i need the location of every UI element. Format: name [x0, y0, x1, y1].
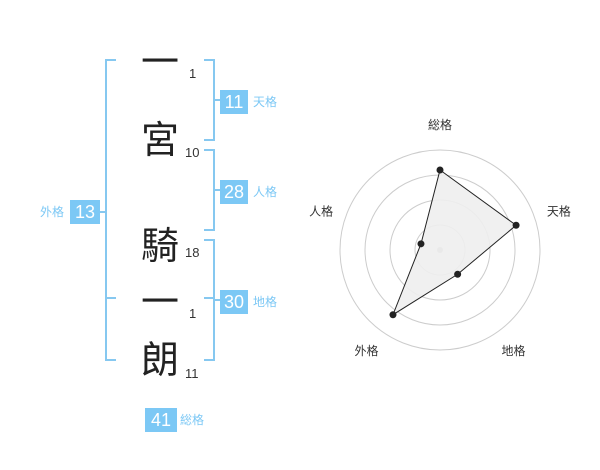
- radar-axis-label-2: 天格: [547, 203, 571, 218]
- gaikaku-label: 外格: [40, 205, 65, 219]
- radar-axis-label-4: 外格: [355, 343, 379, 358]
- chikaku-label: 地格: [253, 295, 278, 309]
- stroke-count-2: 10: [185, 145, 200, 160]
- soukaku-label: 総格: [180, 413, 205, 427]
- soukaku-badge: 41: [145, 408, 177, 432]
- radar-axis-label-5: 人格: [309, 203, 333, 218]
- name-char-2: 宮: [140, 118, 179, 162]
- radar-point-2: [512, 221, 520, 229]
- radar-point-5: [417, 240, 425, 248]
- stroke-count-3: 18: [185, 245, 200, 260]
- radar-axis-label-1: 総格: [428, 117, 452, 132]
- radar-point-1: [436, 166, 444, 174]
- jinkaku-badge: 28: [220, 180, 248, 204]
- name-char-5: 朗: [140, 338, 179, 382]
- name-char-3: 騎: [140, 224, 179, 268]
- radar-point-3: [454, 270, 462, 278]
- stroke-count-4: 1: [189, 306, 197, 321]
- chikaku-badge: 30: [220, 290, 248, 314]
- radar-axis-label-3: 地格: [501, 343, 525, 358]
- tenkaku-label: 天格: [253, 95, 278, 109]
- tenkaku-badge: 11: [220, 90, 248, 114]
- radar-area: [391, 169, 517, 316]
- name-char-4: 一: [140, 280, 179, 324]
- gaikaku-bracket: [105, 59, 116, 361]
- stroke-count-5: 11: [185, 366, 199, 381]
- jinkaku-label: 人格: [253, 185, 278, 199]
- name-char-1: 一: [140, 40, 179, 84]
- radar-ring-4: [339, 149, 541, 351]
- gaikaku-badge: 13: [70, 200, 100, 224]
- stroke-count-1: 1: [189, 66, 197, 81]
- radar-point-4: [389, 311, 397, 319]
